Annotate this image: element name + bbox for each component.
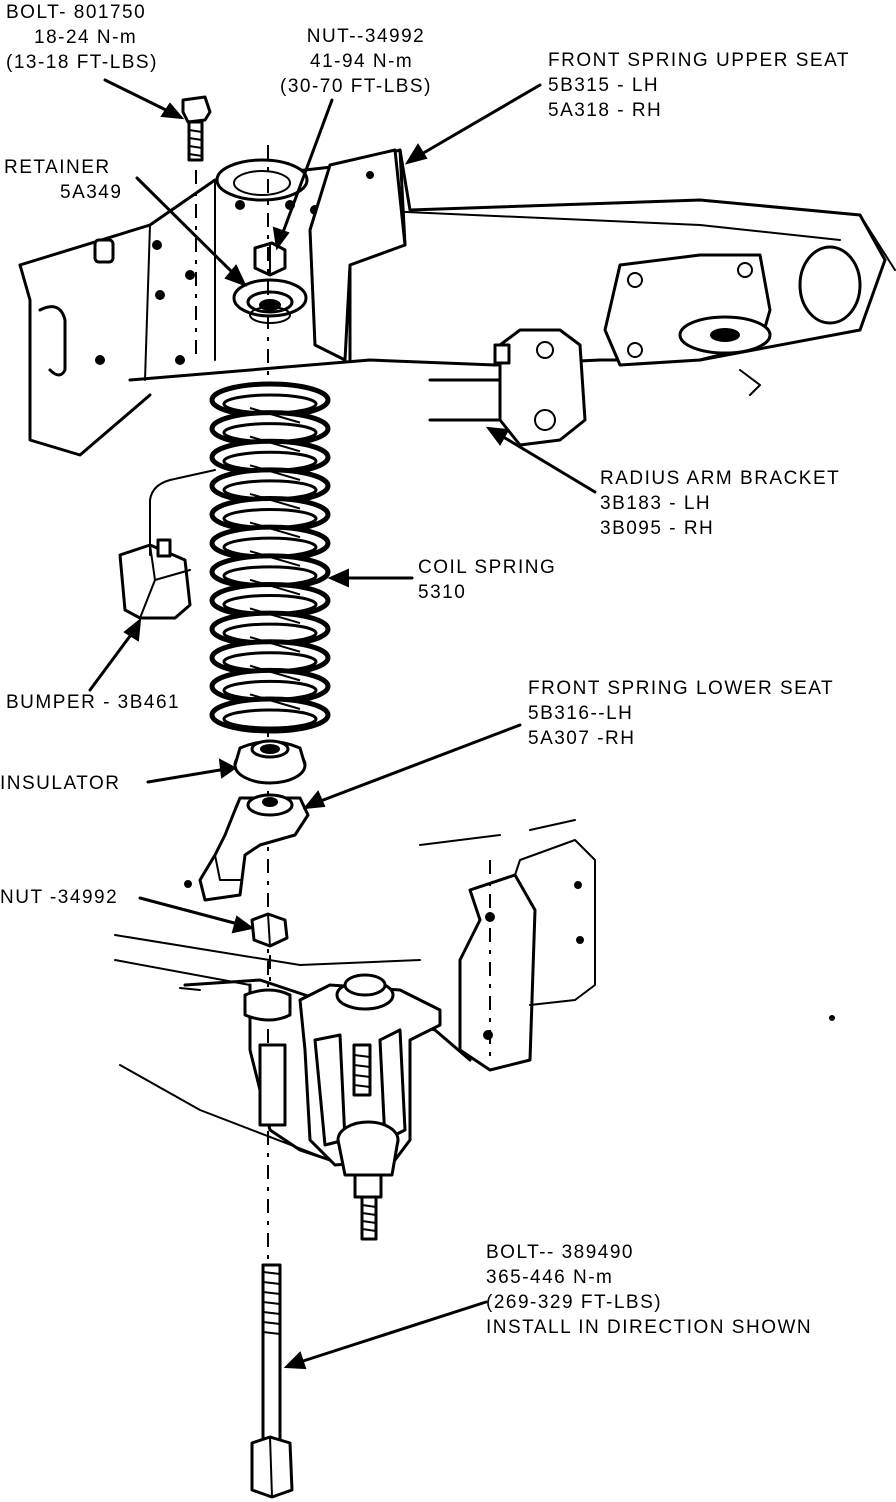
label-bolt-389490: BOLT-- 389490 365-446 N-m (269-329 FT-LB… — [486, 1240, 812, 1340]
label-line: INSULATOR — [0, 773, 121, 794]
spring-hatch — [249, 693, 301, 710]
spring-hatch — [249, 521, 301, 539]
coil-spring-5310 — [209, 381, 331, 734]
spring-hatch — [249, 550, 301, 567]
label-line: COIL SPRING — [418, 557, 557, 578]
spring-coil-inner — [222, 708, 318, 730]
label-line: (269-329 FT-LBS) — [486, 1292, 663, 1313]
label-line: 5310 — [418, 582, 467, 603]
label-line: (13-18 FT-LBS) — [6, 52, 158, 73]
spring-hatch — [249, 607, 301, 625]
label-radius-arm-bracket: RADIUS ARM BRACKET 3B183 - LH 3B095 - RH — [600, 466, 840, 541]
label-line: FRONT SPRING UPPER SEAT — [548, 50, 850, 71]
label-front-spring-lower-seat: FRONT SPRING LOWER SEAT 5B316--LH 5A307 … — [528, 676, 834, 751]
label-line: BOLT-- 389490 — [486, 1242, 635, 1263]
spring-hatch — [249, 435, 301, 453]
spring-hatch — [249, 664, 301, 682]
label-line: FRONT SPRING LOWER SEAT — [528, 678, 835, 699]
label-line: 3B095 - RH — [600, 518, 715, 539]
label-line: NUT -34992 — [0, 887, 119, 908]
label-retainer: RETAINER 5A349 — [4, 155, 122, 205]
label-line: 365-446 N-m — [486, 1267, 614, 1288]
label-line: 5A318 - RH — [548, 100, 663, 121]
spring-hatch — [249, 636, 301, 653]
front-spring-lower-seat — [184, 793, 310, 902]
label-insulator: INSULATOR — [0, 771, 121, 796]
label-coil-spring: COIL SPRING 5310 — [418, 555, 556, 605]
spring-coil — [209, 696, 331, 734]
bolt-801750 — [181, 95, 212, 360]
front-spring-upper-seat — [308, 148, 407, 362]
nut-34992-bottom — [250, 912, 289, 948]
insulator — [233, 739, 307, 785]
label-line: BUMPER - 3B461 — [6, 692, 181, 713]
label-bolt-801750: BOLT- 801750 18-24 N-m (13-18 FT-LBS) — [6, 0, 158, 75]
bumper-3b461 — [118, 469, 216, 620]
spring-hatch — [249, 407, 301, 424]
label-bumper: BUMPER - 3B461 — [6, 690, 180, 715]
label-line: RADIUS ARM BRACKET — [600, 468, 841, 489]
retainer-5a349 — [232, 278, 308, 324]
label-line: 5B316--LH — [528, 703, 634, 724]
bolt-389490 — [250, 1263, 294, 1499]
frame-rail — [18, 148, 896, 457]
spring-hatch — [249, 492, 301, 510]
spring-hatch — [249, 578, 301, 596]
label-nut-34992-bottom: NUT -34992 — [0, 885, 118, 910]
label-line: 18-24 N-m — [34, 27, 138, 48]
label-line: RETAINER — [4, 157, 111, 178]
label-line: 5A349 — [60, 182, 123, 203]
label-line: INSTALL IN DIRECTION SHOWN — [486, 1317, 813, 1338]
radius-arm-bracket — [428, 328, 587, 447]
label-line: BOLT- 801750 — [6, 2, 147, 23]
label-line: 5B315 - LH — [548, 75, 660, 96]
label-line: 3B183 - LH — [600, 493, 712, 514]
axle-knuckle-assembly — [114, 819, 835, 1241]
spring-hatch — [249, 464, 301, 481]
nut-34992-top — [253, 241, 287, 277]
label-line: 41-94 N-m — [310, 51, 414, 72]
label-line: 5A307 -RH — [528, 728, 636, 749]
label-line: (30-70 FT-LBS) — [280, 76, 432, 97]
leader-arrows — [88, 78, 597, 1370]
label-line: NUT--34992 — [306, 26, 426, 47]
label-front-spring-upper-seat: FRONT SPRING UPPER SEAT 5B315 - LH 5A318… — [548, 48, 850, 123]
label-nut-34992-top: NUT--34992 41-94 N-m (30-70 FT-LBS) — [280, 24, 432, 99]
